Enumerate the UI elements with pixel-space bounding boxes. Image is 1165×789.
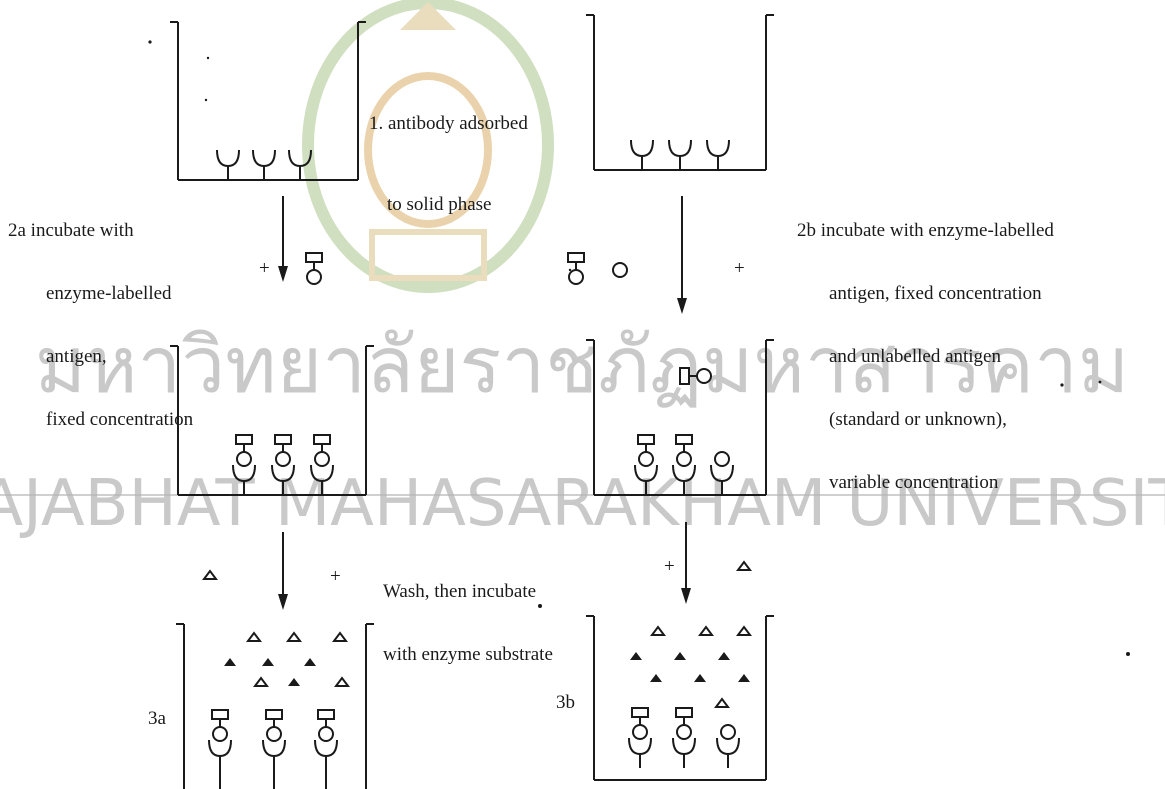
well-3b-label: 3b [556, 692, 575, 713]
wash-step-line-2: with enzyme substrate [383, 644, 553, 665]
arrow-2a [278, 196, 288, 282]
free-labelled-antigen-2b [568, 253, 584, 284]
free-labelled-antigen-2a [306, 253, 322, 284]
plus-sign-3a: + [330, 566, 341, 587]
step-2a-line-3: antigen, [8, 346, 193, 367]
step-2a-line-4: fixed concentration [8, 409, 193, 430]
wash-step-line-1: Wash, then incubate [383, 581, 553, 602]
well-1-right [586, 15, 774, 170]
step-2b-line-4: (standard or unknown), [797, 409, 1054, 430]
well-3a-label: 3a [148, 708, 166, 729]
substrate-triangle-3a [204, 571, 216, 579]
free-unlabelled-antigen-2b [613, 263, 627, 277]
arrow-2b [677, 196, 687, 314]
step-2b-label: 2b incubate with enzyme-labelled antigen… [797, 178, 1054, 535]
well-3a [176, 624, 374, 789]
step-2a-line-2: enzyme-labelled [8, 283, 193, 304]
step-1-line-2: to solid phase [369, 191, 528, 218]
plus-sign-2b: + [734, 258, 745, 279]
step-2a-line-1: 2a incubate with [8, 220, 193, 241]
step-2b-line-1: 2b incubate with enzyme-labelled [797, 220, 1054, 241]
wash-step-label: Wash, then incubate with enzyme substrat… [383, 539, 553, 707]
step-2b-line-2: antigen, fixed concentration [797, 283, 1054, 304]
step-2a-label: 2a incubate with enzyme-labelled antigen… [8, 178, 193, 472]
step-2b-line-5: variable concentration [797, 472, 1054, 493]
plus-sign-3b: + [664, 556, 675, 577]
well-3b [586, 616, 774, 780]
step-1-label: 1. antibody adsorbed to solid phase [369, 56, 528, 272]
step-2b-line-3: and unlabelled antigen [797, 346, 1054, 367]
arrow-3a [278, 532, 288, 610]
substrate-triangle-3b [738, 562, 750, 570]
step-1-line-1: 1. antibody adsorbed [369, 110, 528, 137]
plus-sign-2a: + [259, 258, 270, 279]
